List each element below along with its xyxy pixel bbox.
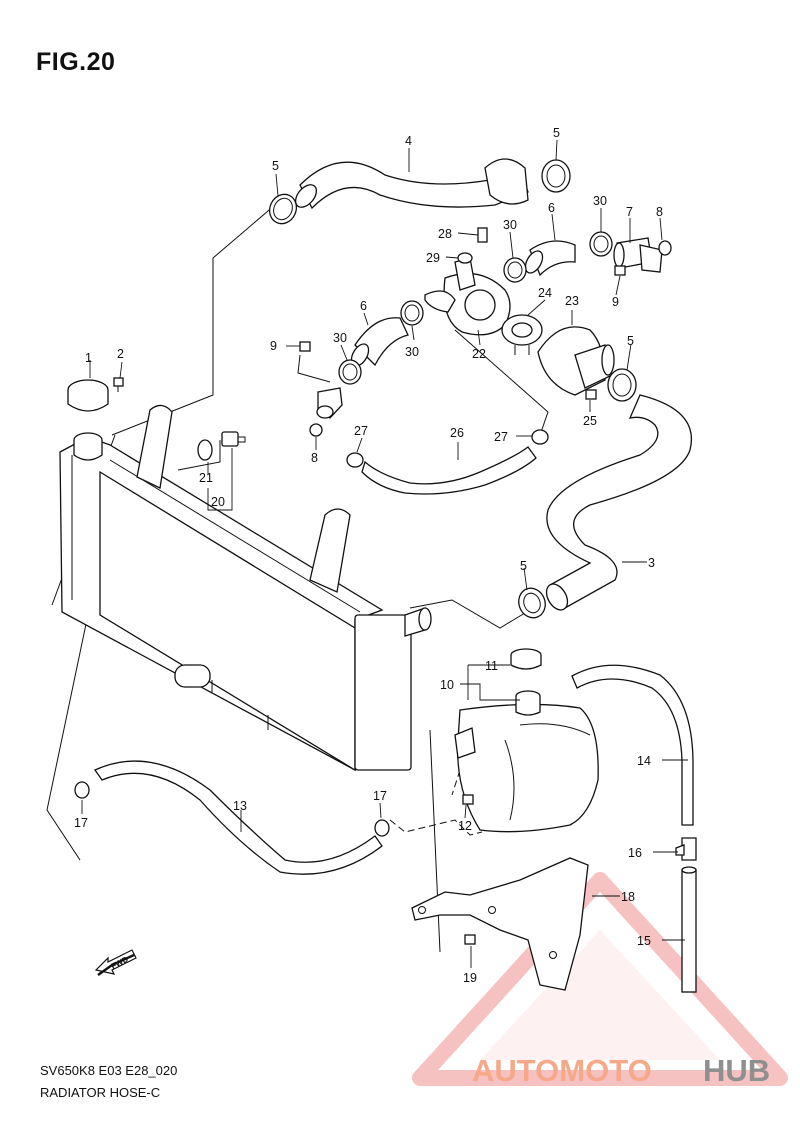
reservoir-tank [454,690,599,833]
watermark-text-1: AUTOMOTO [472,1053,652,1088]
callout-20: 20 [211,495,225,509]
callouts: 1 2 3 4 5 5 5 5 6 6 7 8 8 9 9 10 11 12 1… [74,126,663,985]
watermark-logo: AUTOMOTO HUB [472,1053,770,1088]
callout-27-a: 27 [354,424,368,438]
clamp-5-a [268,193,298,225]
figure-title: FIG.20 [36,48,116,76]
callout-17-a: 17 [74,816,88,830]
bracket-18 [411,857,589,991]
callout-26: 26 [450,426,464,440]
bolt-9-b [614,265,626,276]
callout-30-a: 30 [503,218,517,232]
bolt-12 [462,794,474,805]
callout-24: 24 [538,286,552,300]
watermark-text-2: HUB [703,1053,770,1088]
thermostat-24 [501,314,543,355]
callout-3: 3 [648,556,655,570]
clamp-17-b [374,819,390,837]
clamp-30-c [400,300,424,326]
callout-29: 29 [426,251,440,265]
hose-3 [545,394,692,611]
hose-6-upper [524,240,576,277]
clamp-27-b [531,429,549,445]
hose-15 [681,866,697,993]
callout-18: 18 [621,890,635,904]
callout-5-b: 5 [553,126,560,140]
hose-14 [571,664,694,826]
bolt-9-a [299,341,311,352]
thermostat-cover-23 [537,326,615,396]
fwd-arrow-icon: FWD [94,949,137,976]
sensor-20 [221,431,246,447]
callout-30-c: 30 [405,345,419,359]
callout-5-d: 5 [520,559,527,573]
callout-13: 13 [233,799,247,813]
callout-5-c: 5 [627,334,634,348]
screw-2 [113,377,124,392]
gasket-21 [197,439,213,461]
callout-1: 1 [85,351,92,365]
callout-16: 16 [628,846,642,860]
joint-16 [675,837,697,861]
thermostat-housing-22 [424,257,511,336]
callout-28: 28 [438,227,452,241]
clamp-30-d [338,359,362,385]
callout-12: 12 [458,819,472,833]
hose-6-lower [350,317,409,367]
callout-9-a: 9 [270,339,277,353]
o-ring-29 [457,252,473,264]
leader-lines [81,139,688,968]
figure-name: RADIATOR HOSE-C [40,1085,161,1100]
radiator-cap-1 [67,379,109,412]
radiator [59,404,432,772]
hose-26 [361,446,537,495]
callout-2: 2 [117,347,124,361]
callout-22: 22 [472,347,486,361]
o-ring-8-a [658,240,672,256]
clamp-30-b [589,231,613,257]
o-ring-8-b [309,423,323,437]
callout-5-a: 5 [272,159,279,173]
callout-27-b: 27 [494,430,508,444]
callout-15: 15 [637,934,651,948]
callout-30-b: 30 [593,194,607,208]
sensor-28 [477,227,488,243]
bolt-19 [464,934,476,945]
callout-9-b: 9 [612,295,619,309]
callout-25: 25 [583,414,597,428]
clamp-5-c [607,368,637,402]
callout-6-a: 6 [548,201,555,215]
clamp-30-a [503,257,527,283]
callout-8-b: 8 [311,451,318,465]
callout-21: 21 [199,471,213,485]
callout-23: 23 [565,294,579,308]
callout-17-b: 17 [373,789,387,803]
callout-6-b: 6 [360,299,367,313]
callout-8-a: 8 [656,205,663,219]
clamp-5-b [541,159,571,193]
pipe-fitting-left [316,387,343,419]
clamp-27-a [346,452,364,468]
bolt-25 [585,389,597,400]
reservoir-cap-11 [510,648,542,670]
hose-13 [94,760,383,875]
callout-19: 19 [463,971,477,985]
callout-11: 11 [485,659,498,673]
callout-30-d: 30 [333,331,347,345]
callout-10: 10 [440,678,454,692]
callout-4: 4 [405,134,412,148]
callout-7: 7 [626,205,633,219]
clamp-17-a [74,781,90,799]
figure-code: SV650K8 E03 E28_020 [40,1063,178,1078]
callout-14: 14 [637,754,651,768]
hose-4 [294,158,529,210]
fitting-7 [613,237,663,273]
